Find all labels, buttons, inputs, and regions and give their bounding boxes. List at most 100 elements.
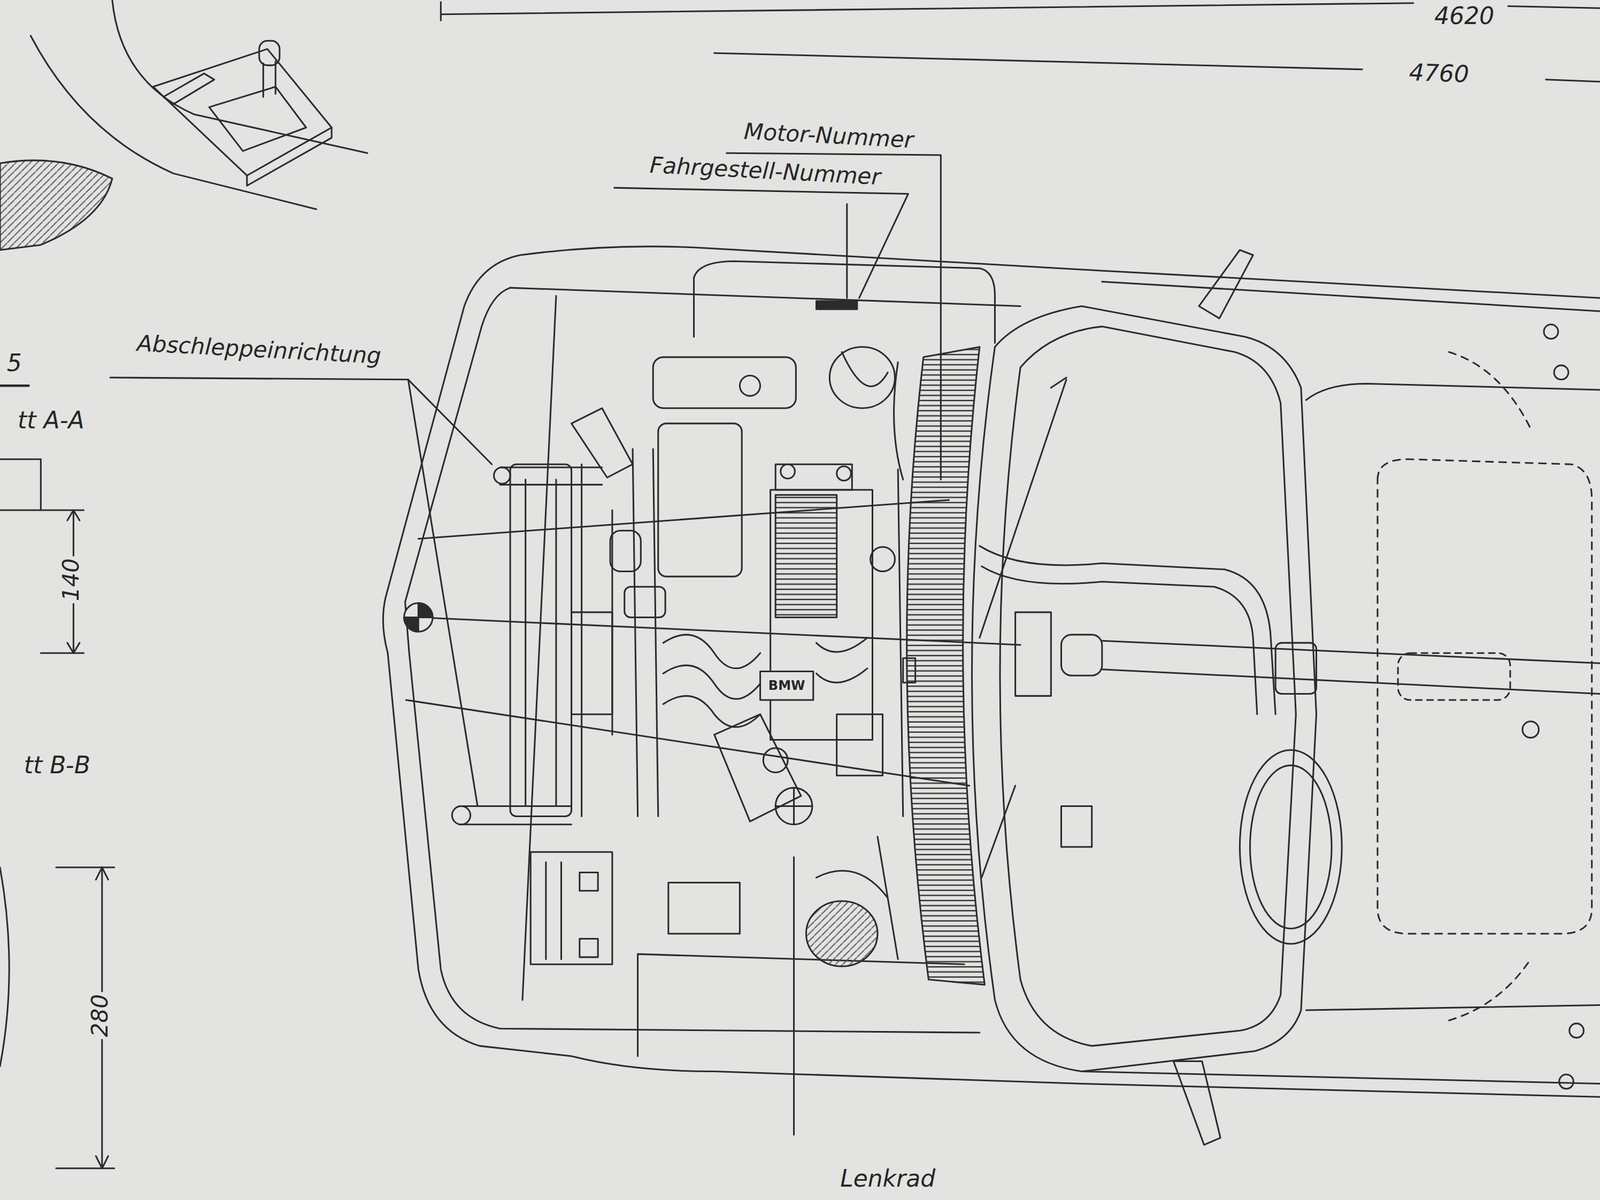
- body-outline: [1096, 270, 1600, 299]
- engine-compartment: [903, 658, 916, 683]
- engine-compartment: [545, 862, 562, 959]
- engine-compartment: [841, 351, 903, 480]
- gear-shift-sketch: [0, 160, 113, 251]
- section-label: tt A-A: [15, 407, 87, 434]
- section-lines: [405, 700, 969, 786]
- gear-shift-sketch: [0, 0, 368, 251]
- engine-compartment: [624, 586, 666, 618]
- windshield-frame: [981, 785, 1016, 878]
- engine-compartment: [579, 872, 598, 891]
- drivetrain: [979, 545, 1600, 848]
- cabin: [1377, 459, 1592, 934]
- engine-logo-plate: [760, 671, 814, 700]
- engine-compartment: [530, 851, 613, 965]
- engine-compartment: [870, 547, 896, 572]
- gear-shift-sketch: [163, 73, 214, 104]
- gear-shift-sketch: [152, 49, 332, 176]
- drivetrain: [1275, 642, 1317, 694]
- leader-lines: [845, 204, 848, 299]
- engine-compartment: [510, 464, 572, 817]
- engine-logo: BMW: [767, 678, 807, 693]
- body-outline: [1102, 281, 1600, 312]
- body-outline: [382, 246, 1600, 1097]
- drivetrain: [1060, 805, 1092, 847]
- body-outline: [405, 287, 980, 1033]
- cabin: [1522, 721, 1540, 738]
- part-label: Abschleppeinrichtung: [134, 331, 384, 369]
- dimension-lines: [714, 52, 1363, 70]
- cabin: [1305, 1005, 1600, 1011]
- cabin: [1559, 1074, 1574, 1089]
- dimension-number: 4760: [1406, 59, 1472, 88]
- engine-compartment: [459, 805, 572, 825]
- section-views: [0, 509, 84, 512]
- leader-lines: [110, 377, 492, 465]
- mirrors: [1173, 1060, 1221, 1145]
- leader-lines: [110, 152, 941, 1135]
- body-outline: [510, 287, 1021, 306]
- dimension-number: 140: [58, 556, 84, 604]
- section-number: 5: [4, 350, 25, 376]
- mirrors: [1198, 250, 1253, 319]
- cabin: [1449, 351, 1532, 1021]
- front-badge: [404, 603, 433, 632]
- engine-compartment: [494, 467, 511, 484]
- cowl-grille: [906, 347, 986, 986]
- dimension-lines: [440, 3, 1413, 15]
- section-views: [56, 866, 115, 868]
- section-lines: [418, 617, 1021, 645]
- drivetrain: [1060, 634, 1102, 676]
- part-label: Lenkrad: [837, 1165, 938, 1192]
- body-outline: [1081, 1071, 1600, 1084]
- windshield-frame: [972, 305, 1317, 1072]
- cabin: [1250, 765, 1333, 929]
- gear-shift-sketch: [209, 86, 306, 151]
- leader-lines: [793, 857, 795, 1135]
- section-label: tt B-B: [21, 752, 93, 779]
- engine-compartment: [652, 357, 796, 409]
- engine-compartment: [610, 530, 641, 572]
- engine-compartment: [816, 836, 899, 960]
- engine-compartment: [663, 634, 868, 728]
- front-badge: [418, 603, 433, 618]
- body-outline: [637, 954, 965, 1057]
- drivetrain: [979, 545, 1276, 715]
- engine-compartment: [816, 301, 858, 310]
- section-views: [56, 1167, 115, 1169]
- engine-compartment: [897, 469, 904, 817]
- engine-compartment: [451, 805, 471, 825]
- part-label: Motor-Nummer: [741, 118, 917, 153]
- engine-compartment: [658, 423, 742, 577]
- section-views: [0, 384, 29, 388]
- body-outline: [694, 260, 996, 343]
- leader-lines: [726, 152, 942, 480]
- engine-compartment: [775, 494, 837, 618]
- engine-compartment: [775, 787, 813, 825]
- gear-shift-sketch: [112, 0, 368, 153]
- section-lines: [418, 500, 949, 540]
- section-lines: [405, 500, 1021, 786]
- engine-compartment: [805, 901, 878, 967]
- section-views: [0, 867, 10, 1067]
- dimension-number: 280: [87, 991, 113, 1040]
- section-views: [0, 385, 115, 1169]
- dimension-lines: [1508, 5, 1600, 9]
- engine-compartment: [739, 375, 760, 396]
- cabin: [1305, 383, 1600, 400]
- gear-shift-sketch: [247, 127, 332, 187]
- leader-lines: [408, 379, 478, 807]
- gear-shift-sketch: [263, 60, 276, 97]
- cabin: [1554, 365, 1569, 380]
- cabin: [1569, 1023, 1584, 1038]
- engine-compartment: [581, 464, 613, 817]
- engine-compartment: [770, 489, 873, 740]
- section-views: [0, 459, 41, 511]
- engine-compartment: [763, 748, 788, 773]
- front-badge: [404, 617, 419, 632]
- drivetrain: [1102, 640, 1600, 694]
- engine-compartment: [500, 467, 603, 485]
- cabin: [1543, 324, 1559, 340]
- drivetrain: [981, 566, 1258, 715]
